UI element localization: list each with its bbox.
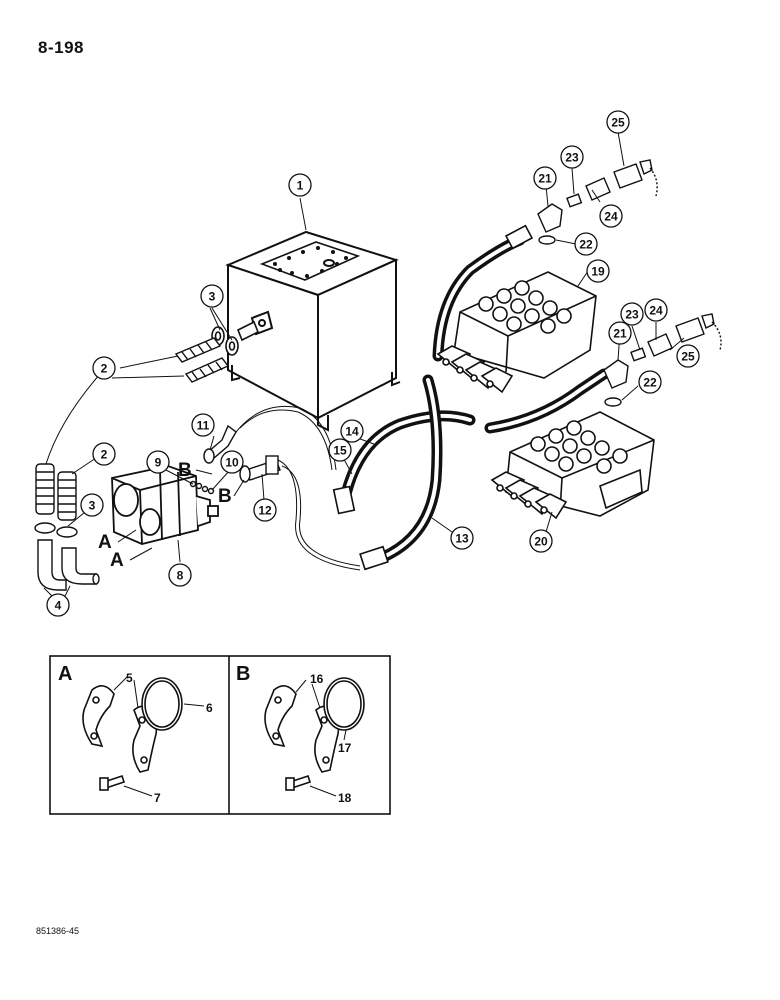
svg-text:3: 3 [209, 290, 216, 304]
drawing-code: 851386-45 [36, 926, 80, 936]
svg-text:9: 9 [155, 456, 162, 470]
hydraulic-tank [225, 230, 401, 432]
large-hoses [340, 234, 610, 566]
svg-text:21: 21 [613, 327, 627, 341]
svg-text:19: 19 [591, 265, 605, 279]
svg-text:B: B [178, 460, 192, 481]
svg-text:8: 8 [177, 569, 184, 583]
callout-2: 2 [92, 442, 116, 466]
svg-text:25: 25 [611, 116, 625, 130]
detail-a: A 5 6 7 [58, 663, 213, 805]
svg-text:B: B [236, 663, 250, 685]
detail-b: B 16 17 18 [236, 663, 365, 805]
svg-text:16: 16 [310, 672, 324, 686]
svg-text:13: 13 [455, 532, 469, 546]
svg-text:B: B [218, 486, 232, 507]
callout-2: 2 [92, 356, 116, 380]
hose-ends [332, 224, 534, 571]
svg-text:1: 1 [297, 179, 304, 193]
svg-text:A: A [58, 663, 72, 685]
callout-9: 9 [146, 450, 170, 474]
callout-24: 24 [599, 204, 623, 228]
suction-hose-lower [34, 463, 100, 591]
callout-22: 22 [638, 370, 662, 394]
callout-12: 12 [253, 498, 277, 522]
hydraulic-pump [111, 465, 219, 545]
callout-11: 11 [191, 413, 215, 437]
page-number: 8-198 [38, 38, 84, 57]
callout-21: 21 [533, 166, 557, 190]
callout-8: 8 [168, 563, 192, 587]
svg-text:A: A [98, 532, 112, 553]
callout-22: 22 [574, 232, 598, 256]
svg-text:23: 23 [565, 151, 579, 165]
callout-13: 13 [450, 526, 474, 550]
svg-text:10: 10 [225, 456, 239, 470]
callout-23: 23 [560, 145, 584, 169]
svg-text:6: 6 [206, 701, 213, 715]
svg-text:20: 20 [534, 535, 548, 549]
svg-text:21: 21 [538, 172, 552, 186]
tank-fittings [211, 320, 260, 356]
svg-text:22: 22 [643, 376, 657, 390]
svg-text:22: 22 [579, 238, 593, 252]
suction-hose-short [174, 337, 230, 383]
control-valve-lower [490, 411, 655, 520]
callout-23: 23 [620, 302, 644, 326]
svg-text:24: 24 [604, 210, 618, 224]
valve-fittings-lower [603, 313, 722, 407]
pump-fittings [189, 424, 281, 495]
svg-text:2: 2 [101, 362, 108, 376]
svg-text:25: 25 [681, 350, 695, 364]
svg-text:18: 18 [338, 791, 352, 805]
leader-lines [43, 131, 685, 599]
control-valve-upper [436, 271, 597, 394]
callout-24: 24 [644, 298, 668, 322]
svg-text:5: 5 [126, 671, 133, 685]
callout-3: 3 [200, 284, 224, 308]
callout-20: 20 [529, 529, 553, 553]
svg-text:23: 23 [625, 308, 639, 322]
callout-15: 15 [328, 438, 352, 462]
callout-25: 25 [606, 110, 630, 134]
callout-1: 1 [288, 173, 312, 197]
callout-14: 14 [340, 419, 364, 443]
callout-10: 10 [220, 450, 244, 474]
view-markers: A A B B [98, 460, 232, 571]
callout-3: 3 [80, 493, 104, 517]
valve-fittings-upper [537, 159, 658, 245]
callout-4: 4 [46, 593, 70, 617]
svg-text:11: 11 [197, 419, 210, 433]
svg-text:4: 4 [55, 599, 62, 613]
svg-text:14: 14 [345, 425, 359, 439]
svg-text:17: 17 [338, 741, 352, 755]
svg-text:15: 15 [333, 444, 347, 458]
callout-25: 25 [676, 344, 700, 368]
svg-text:7: 7 [154, 791, 161, 805]
svg-text:A: A [110, 550, 124, 571]
svg-text:3: 3 [89, 499, 96, 513]
callout-21: 21 [608, 321, 632, 345]
svg-text:2: 2 [101, 448, 108, 462]
callout-19: 19 [586, 259, 610, 283]
svg-text:24: 24 [649, 304, 663, 318]
svg-text:12: 12 [258, 504, 272, 518]
